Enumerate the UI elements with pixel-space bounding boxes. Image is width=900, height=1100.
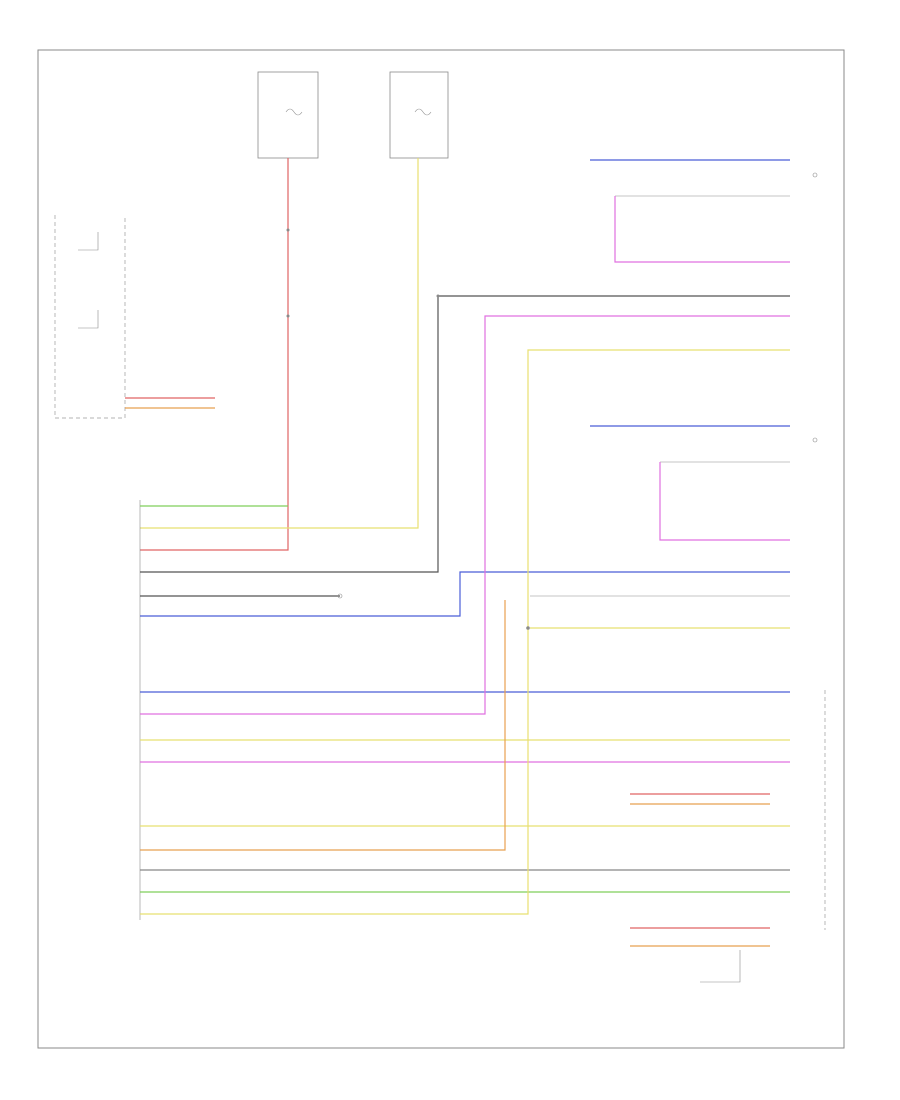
fuse-2-symbol	[414, 108, 432, 116]
ground-symbol-1	[812, 172, 818, 178]
wire-fuse1-red	[140, 158, 289, 551]
ground-lead	[700, 950, 741, 983]
fuse-box-2	[389, 71, 449, 159]
wire-pin15-yellow	[140, 349, 790, 915]
switch-contact-1	[78, 232, 99, 251]
wire-right-violet-loop	[614, 196, 790, 263]
wire-pin4-gray	[140, 295, 790, 573]
switch-contact-2	[78, 310, 99, 329]
wire-pin6-blue	[140, 571, 790, 617]
wire-pin12-orange	[140, 600, 506, 851]
splice-3	[526, 626, 530, 630]
wire-pin8-violet	[140, 315, 790, 715]
ground-symbol-3	[337, 593, 343, 599]
seat-switch-panel	[54, 215, 126, 419]
splice-2	[286, 314, 290, 318]
ground-symbol-2	[812, 437, 818, 443]
fuse-box-1	[257, 71, 319, 159]
fuse-1-symbol	[285, 108, 303, 116]
diagram-frame	[37, 49, 845, 1049]
wire-right-violet-loop-2	[659, 462, 790, 541]
splice-1	[286, 228, 290, 232]
splice-4	[436, 294, 440, 298]
wire-fuse2-yellow	[140, 158, 419, 529]
